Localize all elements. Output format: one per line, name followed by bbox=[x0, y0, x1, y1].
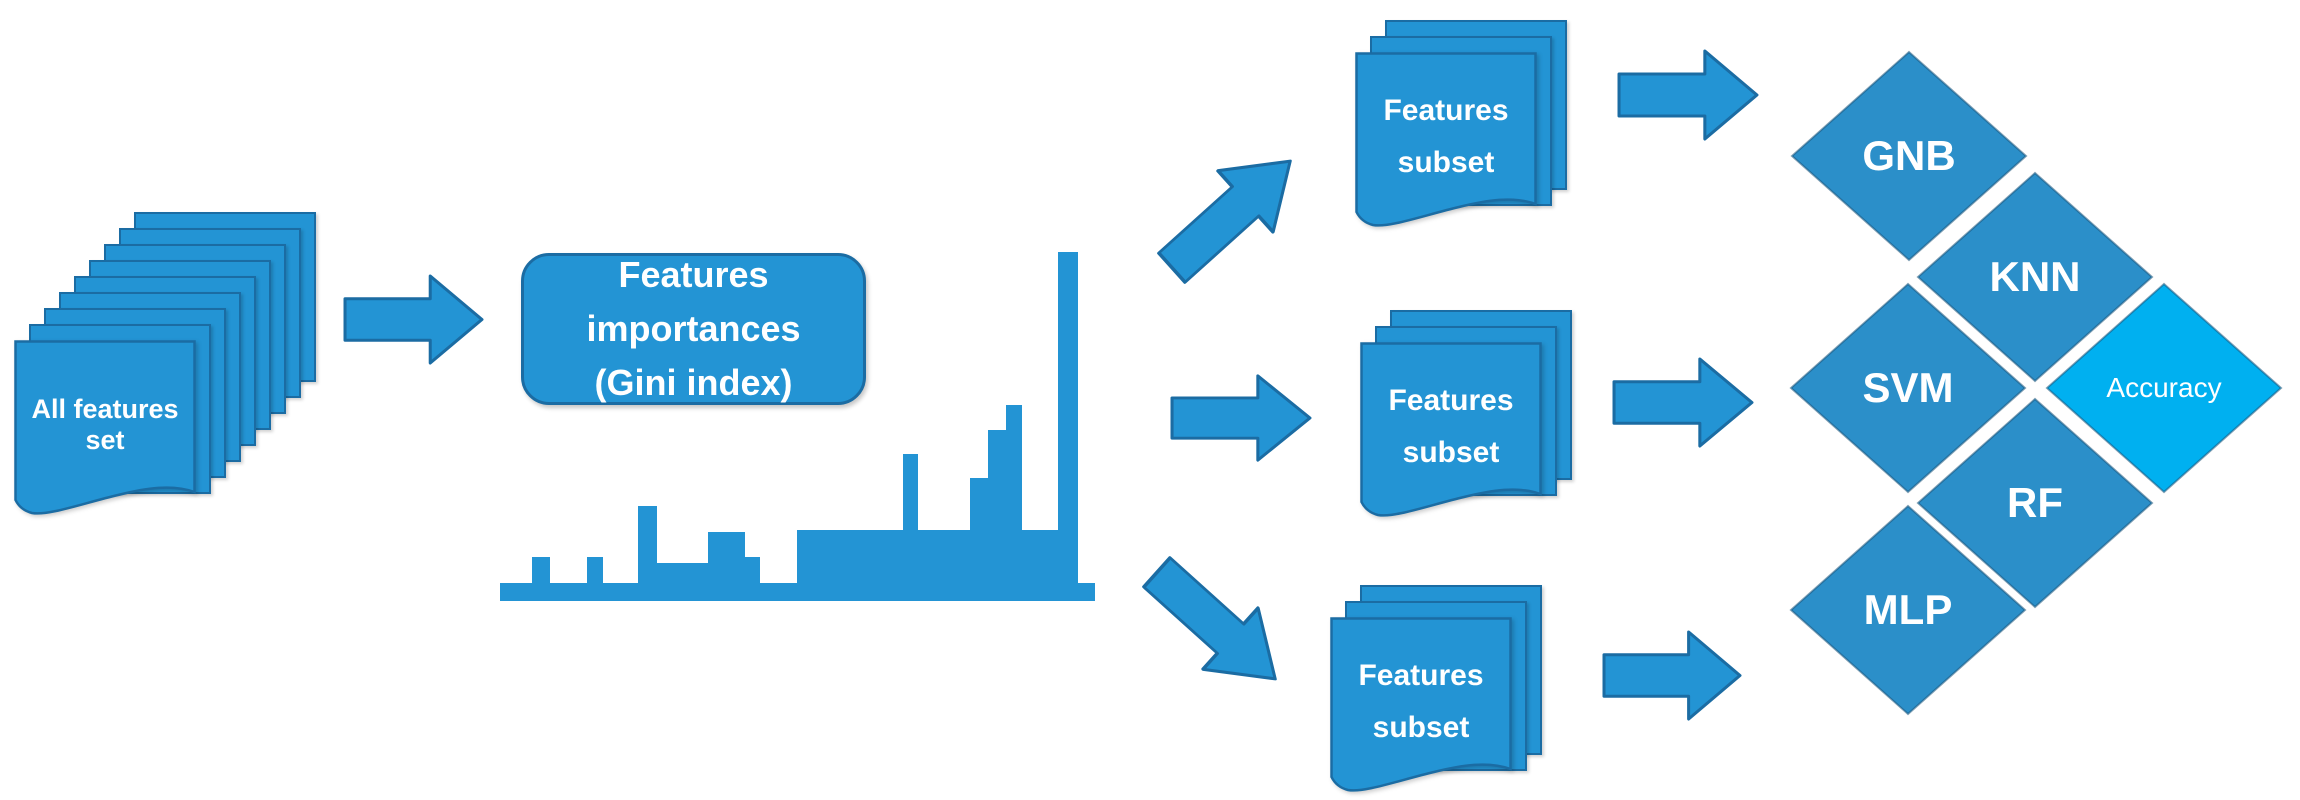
diamond-knn-label: KNN bbox=[1989, 253, 2081, 300]
feature-importances-line2: (Gini index) bbox=[594, 362, 793, 403]
diamond-mlp-label: MLP bbox=[1863, 586, 1953, 633]
all-features-stack: All features set bbox=[14, 212, 316, 520]
histogram-bar bbox=[550, 583, 587, 601]
features-subset-stack-1: Features subset bbox=[1355, 20, 1567, 232]
histogram-bar bbox=[918, 530, 970, 601]
histogram-bar bbox=[1058, 252, 1078, 601]
diamond-svm-label: SVM bbox=[1862, 364, 1954, 411]
diamond-gnb-label: GNB bbox=[1862, 132, 1956, 179]
histogram-bar bbox=[638, 506, 657, 601]
arrow-subset3-to-classifiers bbox=[1602, 628, 1743, 723]
features-subset-3-label: Features subset bbox=[1330, 617, 1512, 787]
feature-importances-line1: Features importances bbox=[586, 254, 801, 349]
arrow-horizontal-to-subset-2 bbox=[1170, 372, 1313, 464]
features-subset-stack-2: Features subset bbox=[1360, 310, 1572, 522]
all-features-label: All features set bbox=[14, 340, 196, 510]
arrow-allfeatures-to-importances bbox=[343, 272, 485, 367]
histogram-bar bbox=[500, 583, 532, 601]
stack-front-page bbox=[1330, 617, 1512, 792]
diamond-gnb: GNB bbox=[1790, 50, 2028, 262]
arrow-subset1-to-classifiers bbox=[1617, 47, 1760, 143]
histogram-bar bbox=[587, 557, 603, 601]
histogram-bar bbox=[1006, 405, 1022, 601]
histogram-bar bbox=[657, 563, 708, 601]
features-subset-1-label: Features subset bbox=[1355, 52, 1537, 222]
diamond-accuracy-label: Accuracy bbox=[2106, 372, 2222, 403]
all-features-label-text: All features set bbox=[31, 394, 179, 455]
histogram-bar bbox=[708, 532, 745, 601]
diamond-accuracy: Accuracy bbox=[2045, 282, 2283, 494]
histogram-bar bbox=[1078, 583, 1095, 601]
features-subset-2-line1: Features bbox=[1388, 384, 1514, 417]
features-subset-2-label: Features subset bbox=[1360, 342, 1542, 512]
histogram-bar bbox=[532, 557, 550, 601]
histogram-bar bbox=[970, 478, 988, 601]
features-subset-3-line1: Features bbox=[1358, 659, 1484, 692]
histogram-bar bbox=[797, 530, 903, 601]
diamond-mlp: MLP bbox=[1789, 504, 2027, 716]
diamond-rf: RF bbox=[1916, 397, 2154, 609]
arrow-subset2-to-classifiers bbox=[1612, 355, 1755, 450]
histogram-bar bbox=[745, 557, 760, 601]
histogram-bar bbox=[903, 454, 918, 601]
features-subset-stack-3: Features subset bbox=[1330, 585, 1542, 797]
histogram-bar bbox=[988, 430, 1006, 601]
features-subset-1-line2: subset bbox=[1397, 146, 1495, 179]
stack-front-page bbox=[14, 340, 196, 515]
histogram-bar bbox=[760, 583, 797, 601]
feature-importance-histogram bbox=[500, 252, 1095, 601]
histogram-bar bbox=[603, 583, 638, 601]
feature-importances-box: Features importances (Gini index) bbox=[521, 253, 866, 405]
diamond-rf-label: RF bbox=[2007, 479, 2063, 526]
arrow-diagonal-down-to-subset-3 bbox=[1125, 537, 1308, 714]
features-subset-3-line2: subset bbox=[1372, 711, 1470, 744]
stack-front-page bbox=[1355, 52, 1537, 227]
arrow-diagonal-up-to-subset-1 bbox=[1140, 125, 1323, 302]
features-subset-1-line1: Features bbox=[1383, 94, 1509, 127]
stack-front-page bbox=[1360, 342, 1542, 517]
diamond-knn: KNN bbox=[1916, 171, 2154, 383]
features-subset-2-line2: subset bbox=[1402, 436, 1500, 469]
diamond-svm: SVM bbox=[1789, 282, 2027, 494]
histogram-bar bbox=[1022, 530, 1058, 601]
